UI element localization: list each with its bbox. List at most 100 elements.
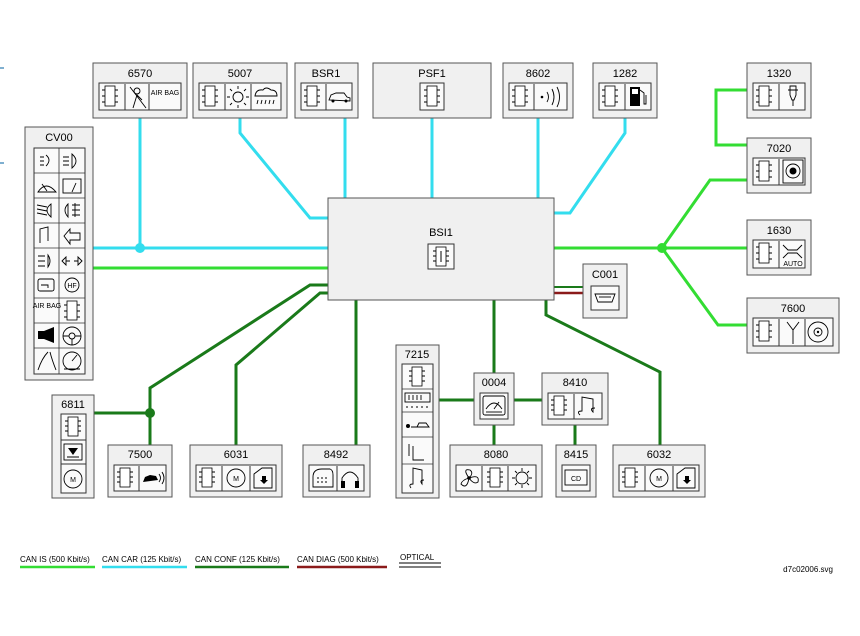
window-lift-icon [253,467,273,489]
legend: CAN IS (500 Kbit/s) CAN CAR (125 Kbit/s)… [20,553,441,569]
chip-icon [756,320,772,342]
key-icon [37,278,55,292]
node-label: 7500 [128,449,152,461]
node-label: 6032 [647,449,671,461]
low-beam-icon [36,203,52,218]
airbag-label-icon: AIR BAG [33,303,61,310]
node-7020[interactable]: 7020 [746,137,812,194]
diagnostic-connector-icon [594,293,616,303]
node-label: 8602 [526,68,550,80]
svg-text:CAN IS (500 Kbit/s): CAN IS (500 Kbit/s) [20,555,90,564]
car-icon [328,92,351,103]
node-psf1[interactable]: PSF1 [372,62,492,119]
node-7500[interactable]: 7500 [107,444,173,498]
node-cv00[interactable]: CV00 HF AIR BAG [24,126,94,381]
svg-text:M: M [233,476,239,483]
node-label: 5007 [228,68,252,80]
airbag-text-icon: AIR BAG [151,90,179,97]
abs-icon [782,159,804,184]
node-label: 7215 [405,349,429,361]
parking-sensor-icon [143,471,165,485]
node-label: 1320 [767,68,791,80]
chip-icon [622,467,638,488]
chip-icon [433,246,449,267]
steering-wheel-icon [62,326,82,346]
node-6031[interactable]: 6031 M [189,444,283,498]
ultrasonic-icon [540,86,560,108]
node-label: BSI1 [429,227,453,239]
injector-icon [788,85,798,106]
svg-text:M: M [656,476,662,483]
can-conf-lines [94,283,662,445]
node-label: 8492 [324,449,348,461]
node-0004[interactable]: 0004 [473,372,515,426]
node-label: CV00 [45,132,73,144]
window-lift-icon [676,467,696,489]
horn-icon [38,327,54,343]
svg-text:CAN DIAG (500 Kbit/s): CAN DIAG (500 Kbit/s) [297,555,379,564]
node-8415[interactable]: 8415 CD [555,444,597,498]
sun-icon [227,86,249,108]
windscreen-wiper-icon [37,183,57,193]
node-1630[interactable]: 1630 AUTO [746,219,812,276]
legend-can-car: CAN CAR (125 Kbit/s) [102,555,187,569]
legend-can-diag: CAN DIAG (500 Kbit/s) [297,555,387,569]
chip-icon [756,85,772,107]
chip-icon [117,467,133,488]
node-5007[interactable]: 5007 [192,62,288,119]
chip-icon [199,467,215,488]
display-icon [404,392,431,408]
can-is-junction [657,243,667,253]
node-label: C001 [592,269,618,281]
headlight-icon [63,153,77,169]
node-label: 6570 [128,68,152,80]
cd-changer-icon: CD [564,469,588,486]
node-bsr1[interactable]: BSR1 [294,62,359,119]
motor-icon: M [226,468,246,488]
node-1320[interactable]: 1320 [746,62,812,119]
node-bsi1[interactable]: BSI1 [327,197,555,301]
motor-icon: M [63,469,83,489]
rain-icon [254,87,278,105]
rear-wiper-icon [62,178,82,194]
node-7600[interactable]: 7600 [746,297,840,354]
chip-icon [424,85,440,107]
node-6811[interactable]: 6811 M [51,394,95,499]
headphones-icon [341,471,359,488]
road-icon [37,351,57,371]
antenna-icon [786,321,800,344]
svg-text:M: M [70,477,76,484]
fog-light-icon [64,202,80,219]
node-8492[interactable]: 8492 [302,444,371,498]
node-7215[interactable]: 7215 [395,344,440,499]
svg-text:OPTICAL: OPTICAL [400,553,435,562]
svg-text:HF: HF [67,283,76,290]
legend-can-conf: CAN CONF (125 Kbit/s) [195,555,289,569]
airbag-off-icon [129,86,147,109]
telephone-icon [312,468,334,488]
instrument-panel-icon [482,395,506,416]
node-1282[interactable]: 1282 [592,62,658,119]
indicator-icon [61,255,83,267]
chip-icon [64,300,80,321]
chip-icon [487,467,503,488]
node-8602[interactable]: 8602 [502,62,574,119]
fuel-pump-icon [630,87,647,106]
node-label: 6031 [224,449,248,461]
node-c001[interactable]: C001 [582,263,628,319]
node-6570[interactable]: 6570 AIR BAG [92,62,188,119]
parking-light-icon [40,154,50,167]
file-name: d7c02006.svg [783,565,833,574]
node-label: 0004 [482,377,506,389]
node-label: 1630 [767,225,791,237]
node-label: PSF1 [418,68,446,80]
node-label: 8080 [484,449,508,461]
node-label: 1282 [613,68,637,80]
node-label: 8415 [564,449,588,461]
music-note-icon [409,467,425,489]
chip-icon [409,366,425,387]
chip-icon [756,160,772,182]
node-6032[interactable]: 6032 M [612,444,706,498]
node-8410[interactable]: 8410 [541,372,609,426]
node-8080[interactable]: 8080 [449,444,543,498]
